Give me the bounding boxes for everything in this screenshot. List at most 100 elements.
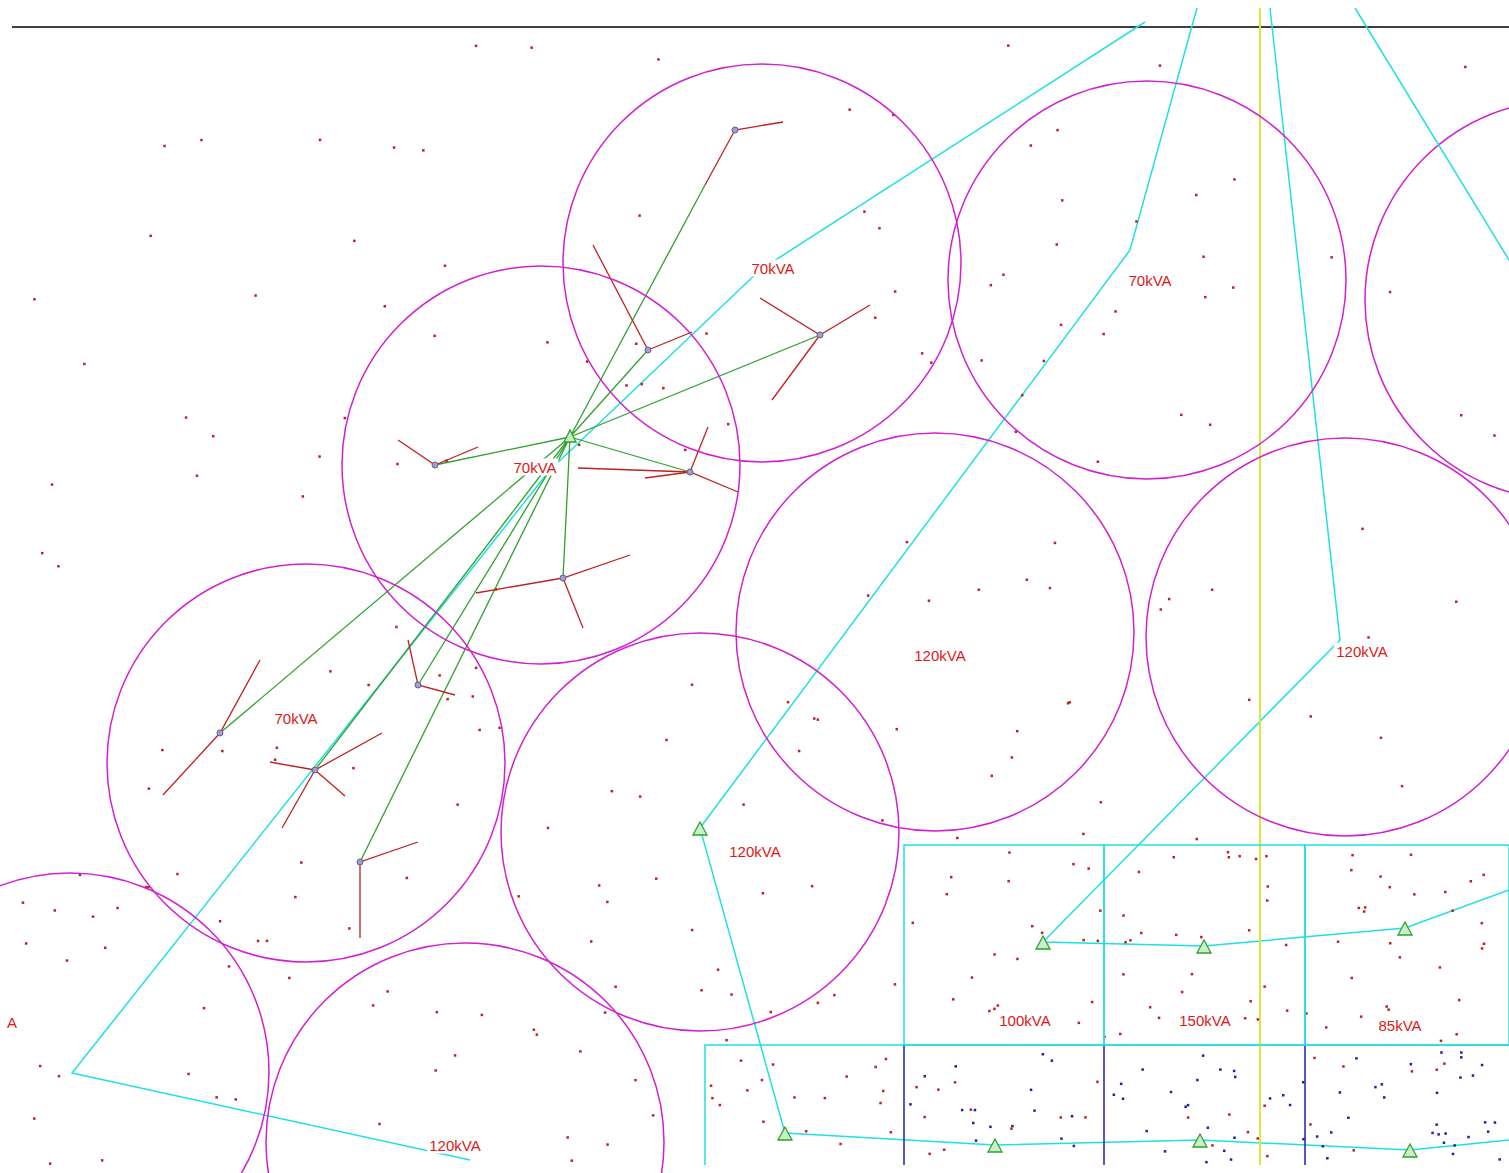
capacity-label: 120kVA <box>427 1137 482 1154</box>
customer-point <box>1257 1018 1260 1021</box>
customer-point <box>928 1153 931 1156</box>
customer-point <box>1233 1070 1236 1073</box>
customer-point <box>406 877 409 880</box>
coverage-circle: 120kVA <box>265 942 665 1173</box>
customer-point <box>212 435 215 438</box>
customer-point <box>22 901 25 904</box>
customer-point <box>971 976 974 979</box>
customer-point <box>254 294 256 297</box>
customer-point <box>49 1162 52 1165</box>
coverage-circle: 70kVA <box>947 80 1347 480</box>
customer-point <box>655 877 658 880</box>
customer-point <box>717 969 720 972</box>
customer-point <box>294 896 297 899</box>
customer-point <box>746 1089 749 1092</box>
customer-point <box>456 803 459 806</box>
customer-point <box>1483 943 1486 946</box>
customer-point <box>1325 1026 1328 1029</box>
customer-point <box>1455 1033 1458 1036</box>
outline-shape <box>904 845 1104 1045</box>
customer-point <box>25 942 28 945</box>
customer-point <box>235 1098 238 1101</box>
customer-point <box>924 1075 927 1078</box>
customer-point <box>798 750 801 753</box>
customer-point <box>1084 1116 1087 1119</box>
customer-point <box>33 1117 36 1120</box>
customer-point <box>961 1109 964 1112</box>
customer-point <box>372 1004 375 1007</box>
customer-point <box>1211 589 1214 592</box>
customer-point <box>1389 942 1392 945</box>
supply-zone: 150kVA <box>1104 845 1305 1045</box>
customer-point <box>1041 932 1044 935</box>
customer-point <box>1265 855 1268 858</box>
customer-point <box>1219 1068 1222 1071</box>
customer-point <box>215 1096 218 1099</box>
customer-point <box>590 940 593 943</box>
customer-point <box>1196 1079 1199 1082</box>
customer-point <box>639 795 642 798</box>
customer-point <box>1257 1137 1260 1140</box>
customer-point <box>882 1090 885 1093</box>
customer-point <box>1158 1017 1161 1020</box>
customer-point <box>1060 324 1063 327</box>
customer-point <box>1269 1097 1272 1100</box>
customer-point <box>991 775 994 778</box>
customer-point <box>604 1011 607 1014</box>
outline-shape <box>736 433 1134 831</box>
customer-point <box>536 1033 539 1036</box>
customer-point <box>517 895 520 898</box>
customer-point <box>203 1007 206 1010</box>
cable-route <box>72 22 1145 1160</box>
customer-point <box>725 1039 728 1042</box>
zone-divider <box>903 1045 905 1165</box>
node-outline <box>1145 437 1509 837</box>
outline-shape <box>1305 845 1509 1045</box>
customer-point <box>302 495 305 498</box>
customer-point <box>1310 715 1313 718</box>
customer-point <box>1159 64 1162 67</box>
customer-point <box>1351 977 1354 980</box>
customer-point <box>348 927 351 930</box>
customer-point <box>1223 1150 1226 1153</box>
customer-point <box>1247 1131 1250 1134</box>
customer-point <box>845 1075 848 1078</box>
customer-point <box>1493 434 1496 437</box>
customer-point <box>436 1011 439 1014</box>
customer-point <box>1008 851 1011 854</box>
customer-point <box>1410 1063 1413 1066</box>
customer-point <box>972 1122 975 1125</box>
customer-point <box>705 332 708 335</box>
customer-point <box>1026 579 1029 582</box>
capacity-label: 120kVA <box>912 647 967 664</box>
customer-point <box>1007 880 1010 883</box>
customer-point <box>1145 1130 1148 1133</box>
customer-point <box>1100 801 1103 804</box>
customer-point <box>1444 1132 1447 1135</box>
customer-point <box>530 46 533 49</box>
customer-point <box>221 750 224 753</box>
customer-point <box>1460 414 1463 417</box>
supply-zone: 85kVA <box>1305 845 1509 1045</box>
customer-point <box>1455 601 1458 604</box>
customer-point <box>1431 1132 1434 1135</box>
customer-point <box>874 317 877 320</box>
customer-point <box>1460 1051 1463 1054</box>
customer-point <box>444 265 447 268</box>
customer-point <box>1031 925 1034 928</box>
customer-point <box>1248 699 1251 702</box>
customer-point <box>1135 220 1138 223</box>
customer-point <box>1180 414 1183 417</box>
customer-point <box>691 929 694 932</box>
customer-point <box>1263 985 1266 988</box>
customer-point <box>740 1059 743 1062</box>
customer-point <box>1140 932 1143 935</box>
customer-point <box>848 108 851 111</box>
customer-point <box>498 727 501 730</box>
customer-point <box>1316 1135 1319 1138</box>
customer-point <box>638 214 641 217</box>
customer-point <box>1435 1123 1438 1126</box>
customer-point <box>625 384 628 387</box>
customer-point <box>1379 875 1382 878</box>
customer-point <box>1459 1076 1462 1079</box>
